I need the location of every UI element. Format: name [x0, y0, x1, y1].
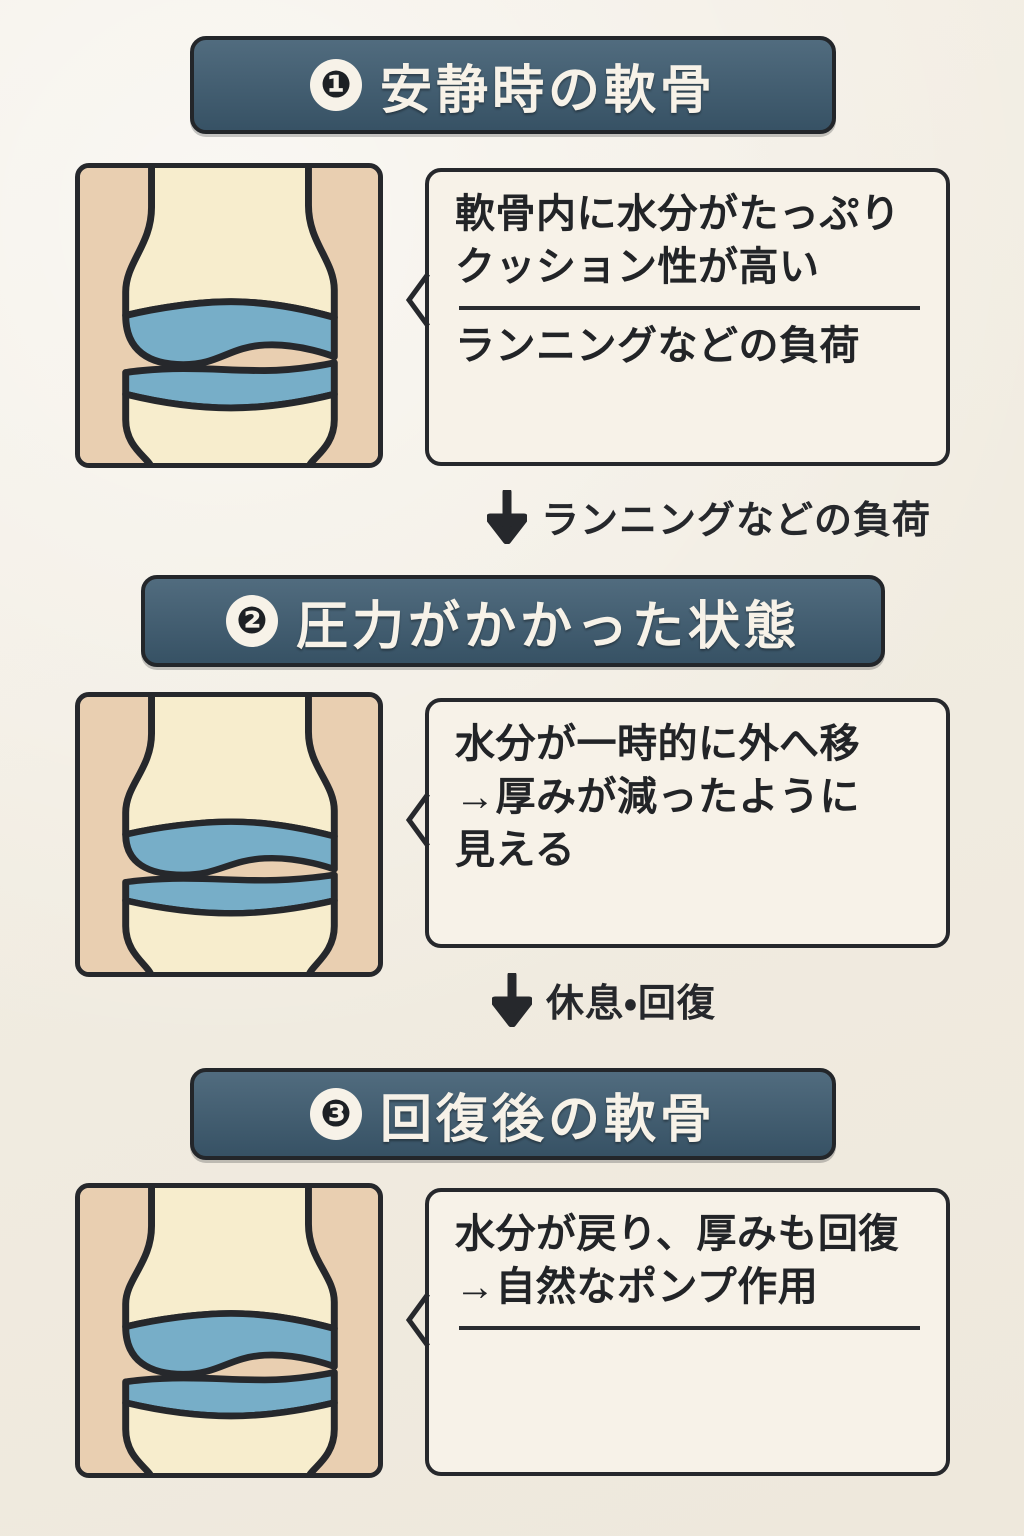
- callout-2-line-3: 見える: [455, 827, 576, 872]
- callout-1-body: 軟骨内に水分がたっぷり クッション性が高い ランニングなどの負荷: [455, 188, 924, 372]
- section-number-2: ❷: [225, 595, 278, 647]
- section-title-3: 回復後の軟骨: [379, 1090, 716, 1149]
- section-title-1: 安静時の軟骨: [379, 61, 716, 120]
- callout-3-body: 水分が戻り、厚みも回復 →自然なポンプ作用: [455, 1208, 924, 1340]
- section-number-1: ❶: [309, 59, 362, 111]
- callout-pointer-icon-2: [406, 792, 430, 848]
- callout-1-footer-1: ランニングなどの負荷: [455, 323, 860, 368]
- flow-label-1: ランニングなどの負荷: [541, 500, 932, 542]
- callout-3: 水分が戻り、厚みも回復 →自然なポンプ作用: [406, 1188, 950, 1476]
- callout-notch-1: [406, 272, 430, 328]
- callout-1-divider: [459, 305, 920, 310]
- knee-diagram-3: [75, 1183, 383, 1478]
- callout-2-body: 水分が一時的に外へ移 →厚みが減ったように 見える: [455, 718, 924, 876]
- callout-2: 水分が一時的に外へ移 →厚みが減ったように 見える: [406, 698, 950, 948]
- down-arrow-glyph-2: [492, 972, 532, 1027]
- down-arrow-glyph-1: [487, 489, 527, 544]
- callout-2-line-1: 水分が一時的に外へ移: [455, 722, 860, 766]
- callout-3-divider: [459, 1325, 920, 1330]
- callout-pointer-icon-3: [406, 1292, 430, 1348]
- knee-joint-illustration-1: [80, 168, 378, 463]
- flow-connector-1: ランニングなどの負荷: [487, 489, 931, 544]
- flow-connector-2: 休息・回復: [492, 972, 716, 1027]
- knee-joint-illustration-2: [80, 697, 378, 972]
- callout-1-line-1: 軟骨内に水分がたっぷり: [455, 192, 901, 236]
- knee-joint-illustration-3: [80, 1188, 378, 1473]
- callout-2-line-2: →厚みが減ったように: [455, 774, 860, 819]
- callout-notch-3: [406, 1292, 430, 1348]
- down-arrow-icon-2: [492, 972, 532, 1027]
- section-banner-1: ❶ 安静時の軟骨: [190, 36, 836, 134]
- callout-3-line-1: 水分が戻り、厚みも回復: [455, 1212, 899, 1256]
- callout-1-line-2: クッション性が高い: [455, 244, 820, 289]
- callout-pointer-icon-1: [406, 272, 430, 328]
- section-banner-2: ❷ 圧力がかかった状態: [141, 575, 885, 667]
- knee-diagram-2: [75, 692, 383, 977]
- callout-notch-2: [406, 792, 430, 848]
- callout-1: 軟骨内に水分がたっぷり クッション性が高い ランニングなどの負荷: [406, 168, 950, 466]
- section-title-2: 圧力がかかった状態: [295, 597, 800, 656]
- section-banner-3: ❸ 回復後の軟骨: [190, 1068, 836, 1160]
- knee-diagram-1: [75, 163, 383, 468]
- section-number-3: ❸: [309, 1088, 362, 1140]
- callout-3-line-2: →自然なポンプ作用: [455, 1264, 819, 1309]
- down-arrow-icon-1: [487, 489, 527, 544]
- flow-label-2: 休息・回復: [546, 983, 716, 1025]
